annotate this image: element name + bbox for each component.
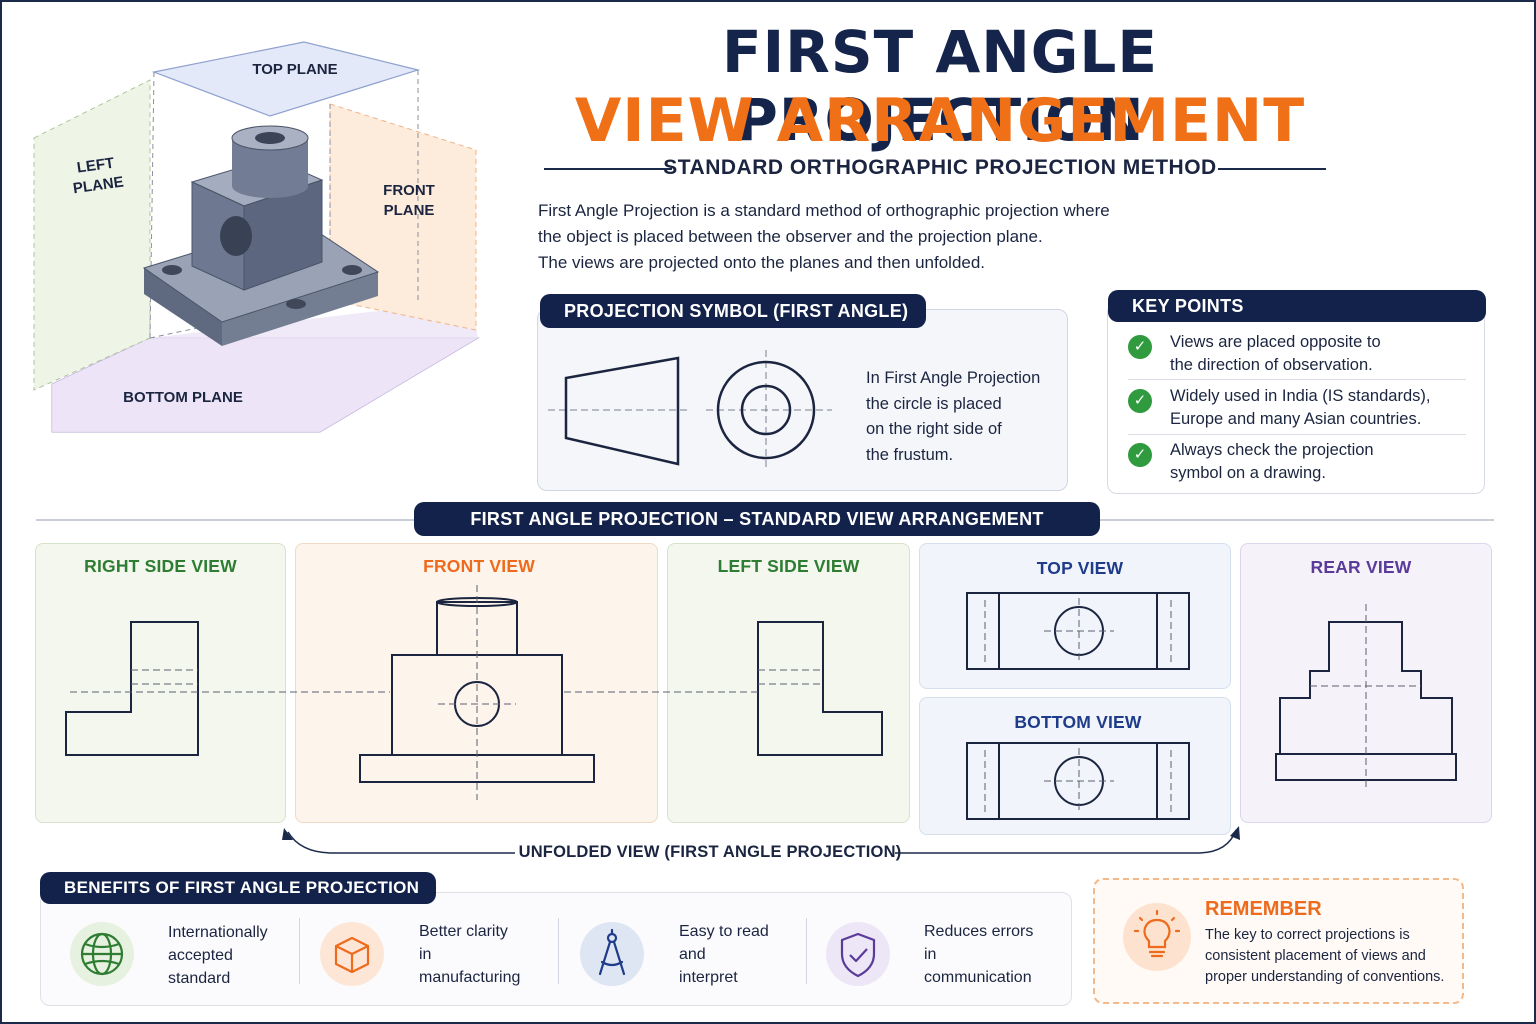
- divider: [806, 918, 807, 984]
- bottom-plane-label: BOTTOM PLANE: [123, 389, 243, 406]
- divider: [299, 918, 300, 984]
- divider: [1128, 434, 1466, 435]
- outer-circle: [716, 360, 816, 460]
- check-icon: ✓: [1128, 335, 1152, 359]
- top-view-label: TOP VIEW: [1036, 558, 1124, 578]
- top-plane-label: TOP PLANE: [252, 61, 338, 78]
- right-side-view-panel: [35, 543, 286, 823]
- check-icon: ✓: [1128, 443, 1152, 467]
- front-view-label: FRONT VIEW: [423, 556, 535, 576]
- left-side-view-label: LEFT SIDE VIEW: [717, 556, 860, 576]
- left-side-view-outline: [757, 621, 883, 756]
- frustum-shape: [564, 356, 680, 466]
- shield-check-icon: [826, 922, 890, 986]
- right-side-view-label: RIGHT SIDE VIEW: [84, 556, 237, 576]
- compass-icon: [580, 922, 644, 986]
- arrangement-heading: FIRST ANGLE PROJECTION – STANDARD VIEW A…: [414, 502, 1100, 536]
- lightbulb-icon: [1123, 903, 1191, 971]
- unfolded-arrow-left: [287, 831, 515, 854]
- globe-icon: [70, 922, 134, 986]
- rear-view-label: REAR VIEW: [1310, 557, 1412, 577]
- key-points-card: [1107, 302, 1485, 494]
- remember-text: The key to correct projections is consis…: [1205, 927, 1445, 985]
- benefits-heading: BENEFITS OF FIRST ANGLE PROJECTION: [40, 872, 436, 904]
- main-title: FIRST ANGLE PROJECTION: [721, 18, 1158, 154]
- divider: [1128, 379, 1466, 380]
- bottom-view-label: BOTTOM VIEW: [1014, 712, 1142, 732]
- divider: [558, 918, 559, 984]
- rear-view-base: [1275, 753, 1457, 781]
- projection-symbol-heading: PROJECTION SYMBOL (FIRST ANGLE): [540, 294, 926, 328]
- isometric-projection-diagram: [33, 41, 480, 433]
- subtitle-rule-right: [1218, 168, 1326, 170]
- subtitle-rule-left: [544, 168, 672, 170]
- check-icon: ✓: [1128, 389, 1152, 413]
- projection-symbol-description: In First Angle Projection the circle is …: [866, 369, 1041, 464]
- box-icon: [320, 922, 384, 986]
- inner-circle: [740, 384, 792, 436]
- projection-symbol-card: [537, 309, 1068, 491]
- bottom-view-panel: [919, 697, 1231, 835]
- remember-title: REMEMBER: [1205, 898, 1322, 920]
- top-view-panel: [919, 543, 1231, 689]
- intro-paragraph: First Angle Projection is a standard met…: [538, 201, 1110, 272]
- left-side-view-panel: [667, 543, 910, 823]
- main-title-highlight: VIEW ARRANGEMENT: [574, 86, 1306, 156]
- key-points-heading: KEY POINTS: [1108, 290, 1486, 322]
- right-side-view-outline: [65, 621, 199, 756]
- first-angle-symbol: [548, 350, 832, 470]
- unfolded-arrow-right: [895, 829, 1237, 854]
- subtitle: STANDARD ORTHOGRAPHIC PROJECTION METHOD: [663, 156, 1217, 179]
- benefits-card: [40, 892, 1072, 1006]
- unfolded-view-label: UNFOLDED VIEW (FIRST ANGLE PROJECTION): [518, 843, 902, 861]
